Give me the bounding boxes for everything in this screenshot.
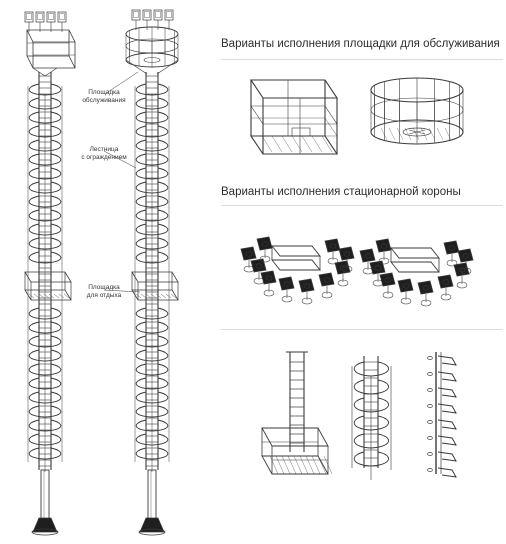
ladder-with-hoop-guard [351,356,392,480]
crown-variant-1 [240,236,355,305]
divider-1 [221,59,503,60]
label-service-platform-line2: обслуживания [82,96,126,104]
label-rest-platform-line1: Площадка [88,284,120,291]
label-ladder-line1: Лестница [89,146,119,153]
mast-right [125,9,179,536]
label-leader-lines [103,71,141,293]
platform-variant-round [370,77,464,145]
label-service-platform-line1: Площадка [88,89,120,96]
ladder-rung-rail [427,352,457,478]
label-ladder-line2: с ограждением [81,153,127,161]
label-service-platform: Площадка обслуживания [76,89,132,104]
platform-variant-rectangular [249,79,339,155]
divider-2 [221,205,503,206]
crown-variant-2 [359,238,474,307]
label-rest-platform: Площадка для отдыха [76,284,132,299]
label-rest-platform-line2: для отдыха [86,291,122,299]
heading-platform-variants: Варианты исполнения площадки для обслужи… [221,38,500,50]
divider-3 [221,329,503,330]
label-ladder: Лестница с ограждением [76,146,132,161]
mast-left [24,11,76,536]
ladder-with-cage-and-base [261,351,333,475]
heading-crown-variants: Варианты исполнения стационарной короны [221,186,461,198]
